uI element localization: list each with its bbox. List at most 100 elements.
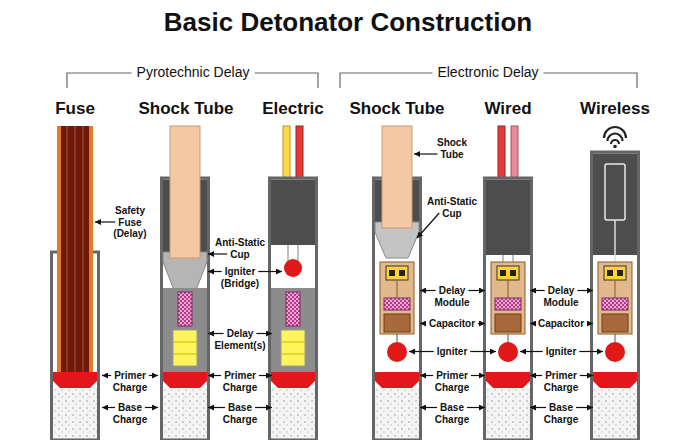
- part-label: Anti-Static Cup: [211, 237, 269, 260]
- leader-arrow: [259, 375, 272, 376]
- safety-fuse: [57, 126, 93, 372]
- leader-arrow: [467, 407, 485, 408]
- shock-tube-detonator: [162, 126, 209, 439]
- leader-arrow: [208, 333, 224, 334]
- column-heading: Electric: [262, 99, 323, 119]
- plug: [271, 180, 315, 246]
- part-label: Primer Charge: [423, 370, 481, 393]
- pyrotechnic-delay: [271, 288, 315, 372]
- leader-arrow: [577, 290, 593, 291]
- fuse-stripe: [82, 126, 84, 372]
- column-heading: Wired: [484, 99, 531, 119]
- part-label: Igniter (Bridge): [211, 266, 269, 289]
- shell: [485, 178, 532, 439]
- leader-arrow: [149, 375, 158, 376]
- fuse-detonator: [52, 126, 99, 439]
- leg-wire: [283, 126, 290, 180]
- leader-arrow: [478, 323, 485, 324]
- leader-arrow: [208, 253, 227, 254]
- column-heading: Fuse: [55, 99, 95, 119]
- part-label: Delay Module: [423, 285, 481, 308]
- part-label: Primer Charge: [104, 370, 156, 393]
- part-label: Shock Tube: [432, 137, 472, 160]
- leader-arrow: [470, 351, 496, 352]
- plug: [486, 180, 530, 256]
- shock-tube: [382, 126, 412, 228]
- part-label: Primer Charge: [211, 370, 269, 393]
- wired-detonator: [485, 126, 532, 439]
- leader-arrow: [471, 375, 485, 376]
- charges: [486, 372, 530, 439]
- leader-arrow: [420, 290, 436, 291]
- wireless-detonator: [592, 127, 639, 439]
- part-label: Delay Module: [534, 285, 588, 308]
- part-label: Base Charge: [211, 402, 269, 425]
- shell: [270, 178, 317, 439]
- leader-arrow: [580, 375, 593, 376]
- leader-arrow: [102, 407, 115, 408]
- part-label: Igniter: [423, 346, 481, 358]
- leader-arrow: [420, 323, 426, 324]
- igniter-bead: [284, 259, 302, 277]
- fuse-stripe: [74, 126, 76, 372]
- part-label: Igniter: [534, 346, 588, 358]
- electronic-shock-tube-detonator: [374, 126, 421, 439]
- column-heading: Wireless: [580, 99, 650, 119]
- leader-arrow: [468, 290, 485, 291]
- leader-arrow: [409, 351, 434, 352]
- leader-arrow: [255, 407, 272, 408]
- charges: [593, 372, 637, 439]
- leader-arrow: [208, 375, 221, 376]
- electric-detonator: [270, 126, 317, 439]
- part-label: Safety Fuse (Delay): [105, 205, 155, 240]
- leader-arrow: [414, 153, 437, 154]
- column-heading: Shock Tube: [138, 99, 233, 119]
- part-label: Capacitor: [423, 318, 481, 330]
- leg-wire: [296, 126, 303, 180]
- part-label: Base Charge: [534, 402, 588, 425]
- part-label: Base Charge: [423, 402, 481, 425]
- leg-wire: [498, 126, 505, 180]
- leader-arrow: [208, 407, 225, 408]
- leader-arrow: [576, 407, 593, 408]
- leader-arrow: [530, 290, 545, 291]
- leader-arrow: [530, 323, 535, 324]
- part-label: Primer Charge: [534, 370, 588, 393]
- charges: [375, 372, 419, 439]
- leader-arrow: [579, 351, 603, 352]
- shell: [592, 152, 639, 439]
- leader-arrow: [102, 375, 111, 376]
- part-label: Delay Element(s): [211, 328, 269, 351]
- antenna-lead: [614, 220, 616, 262]
- leader-arrow: [256, 333, 272, 334]
- part-label: Anti-Static Cup: [422, 196, 482, 219]
- column-heading: Shock Tube: [349, 99, 444, 119]
- charges: [53, 372, 97, 439]
- part-label: Capacitor: [534, 318, 588, 330]
- bridge-wire: [287, 245, 289, 262]
- electronic-delay: [491, 262, 525, 362]
- leader-arrow: [420, 375, 433, 376]
- pyrotechnic-delay: [163, 288, 207, 372]
- electronic-delay: [598, 262, 632, 362]
- leader-arrow: [208, 271, 222, 272]
- charges: [271, 372, 315, 439]
- antenna: [605, 164, 625, 220]
- wireless-symbol: [613, 145, 617, 149]
- leader-arrow: [420, 407, 437, 408]
- wireless-symbol: [611, 140, 619, 144]
- leader-arrow: [417, 213, 439, 238]
- bridge-wire: [297, 245, 299, 262]
- leg-wire: [511, 126, 518, 180]
- part-label: Base Charge: [104, 402, 156, 425]
- charges: [163, 372, 207, 439]
- diagram-title: Basic Detonator Construction: [164, 8, 532, 38]
- leader-arrow: [95, 221, 115, 222]
- leader-arrow: [145, 407, 158, 408]
- fuse-stripe: [66, 126, 68, 372]
- leader-arrow: [587, 323, 593, 324]
- electronic-delay: [380, 262, 414, 362]
